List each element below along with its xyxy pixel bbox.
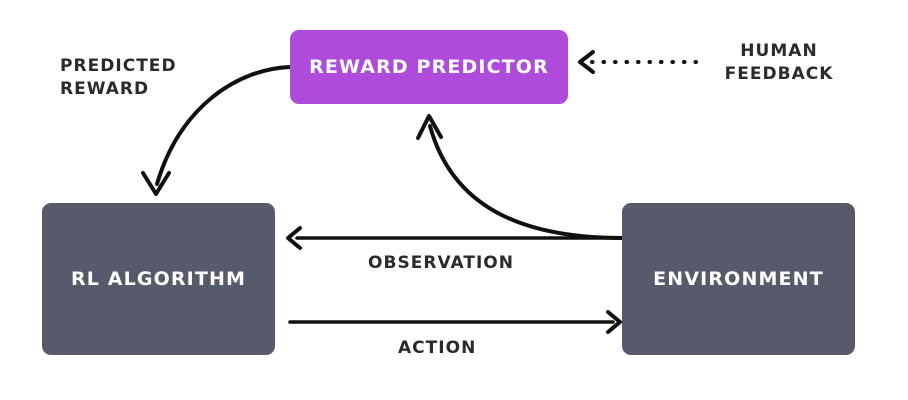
- edge-observation: [286, 226, 624, 250]
- edge-human-feedback: [578, 50, 708, 74]
- edge-label-observation: OBSERVATION: [368, 253, 515, 273]
- node-environment[interactable]: ENVIRONMENT: [622, 203, 855, 355]
- node-rl-algorithm[interactable]: RL ALGORITHM: [42, 203, 275, 355]
- node-reward-predictor[interactable]: REWARD PREDICTOR: [290, 30, 568, 104]
- edge-observation-to-predictor: [416, 114, 624, 240]
- edge-label-human-feedback: HUMAN FEEDBACK: [724, 41, 834, 84]
- edge-label-action: ACTION: [398, 338, 477, 358]
- edge-label-predicted-reward: PREDICTED REWARD: [60, 56, 177, 99]
- edge-action: [288, 310, 622, 334]
